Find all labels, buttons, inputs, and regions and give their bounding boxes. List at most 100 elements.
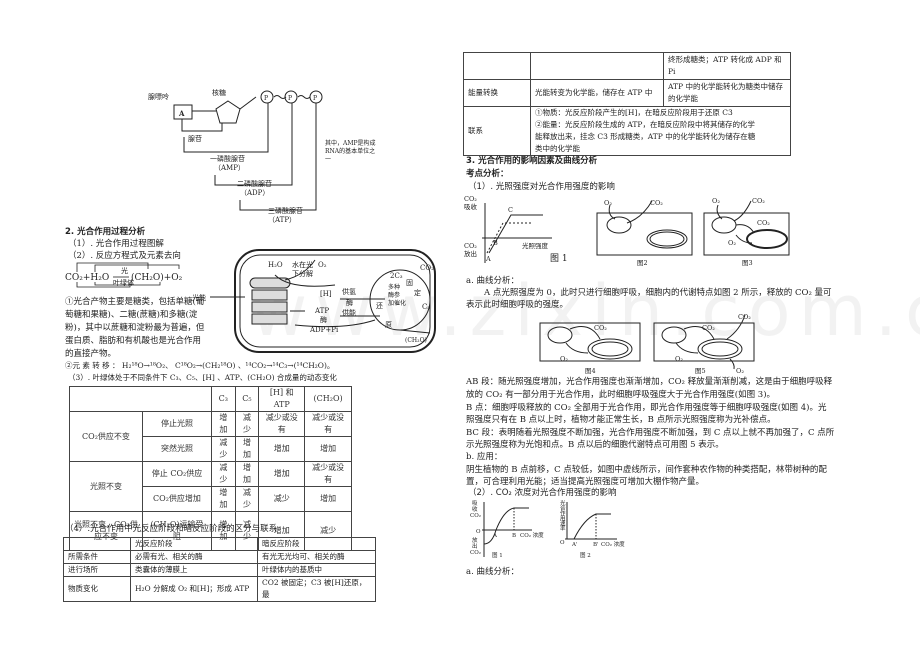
- header-cell: C₅: [234, 386, 260, 412]
- svg-text:A': A': [571, 542, 577, 548]
- svg-text:CO₂: CO₂: [594, 324, 607, 332]
- text-line: 蛋白质、脂肪和有机酸也是光合作用: [65, 336, 202, 346]
- svg-text:水在光: 水在光: [292, 260, 313, 269]
- svg-text:二磷酸腺苷: 二磷酸腺苷: [237, 179, 272, 188]
- svg-text:光照强度: 光照强度: [522, 241, 549, 250]
- cell: [463, 52, 531, 80]
- table-header: 光反应阶段暗反应阶段: [63, 537, 376, 551]
- svg-text:O₂: O₂: [560, 355, 568, 363]
- svg-text:酶: 酶: [346, 298, 353, 307]
- svg-text:速: 速: [560, 520, 566, 527]
- svg-text:图 2: 图 2: [580, 551, 591, 559]
- group-cell: CO₂供应不变: [69, 411, 143, 462]
- text-line: 阴生植物的 B 点前移，C 点较低，如图中虚线所示，间作套种农作物的种类搭配，林…: [466, 465, 827, 475]
- svg-text:供氢: 供氢: [342, 287, 356, 296]
- subheading: （1）. 光合作用过程图解: [68, 239, 164, 249]
- table-row: 所需条件必需有光、相关的酶有光无光均可、相关的酶: [63, 550, 376, 564]
- text-line: 置，可合理利用光能；适当提高光照强度可增加大棚作物产量。: [466, 477, 705, 487]
- group-cell: 光照不变: [69, 461, 143, 512]
- cell: 增加: [234, 461, 260, 487]
- cell: 增加: [211, 486, 236, 512]
- svg-text:P: P: [264, 95, 268, 102]
- svg-text:一磷酸腺苷: 一磷酸腺苷: [210, 154, 245, 163]
- cell: 能量转换: [463, 79, 531, 107]
- table-row: 光照不变停止 CO₂供应减少增加增加减少或没有: [69, 461, 352, 512]
- svg-text:腺嘌呤: 腺嘌呤: [148, 92, 169, 101]
- text-line: 示光照强度称为光饱和点。B 点以后的细胞代谢特点可用图 5 表示。: [466, 440, 724, 450]
- svg-text:A: A: [485, 255, 491, 263]
- svg-text:[H]: [H]: [320, 290, 332, 298]
- svg-text:酶参: 酶参: [388, 291, 400, 299]
- cell: 增加: [258, 461, 306, 487]
- svg-text:CO₂: CO₂: [470, 513, 481, 519]
- svg-text:图2: 图2: [637, 259, 648, 267]
- svg-text:CO₂+H₂O: CO₂+H₂O: [65, 273, 109, 283]
- header-cell: 暗反应阶段: [257, 537, 376, 551]
- cell: 减少: [211, 461, 236, 487]
- svg-text:图 1: 图 1: [550, 253, 568, 264]
- svg-text:还: 还: [376, 302, 383, 310]
- cell: 减少: [211, 436, 236, 462]
- light-dark-reaction-table: 光反应阶段暗反应阶段 所需条件必需有光、相关的酶有光无光均可、相关的酶 进行场所…: [63, 537, 376, 602]
- subheading: （2）. CO₂ 浓度对光合作用强度的影响: [468, 488, 617, 498]
- section-3-title: 3. 光合作用的影响因素及曲线分析: [466, 156, 598, 166]
- text-line: ①物质：光反应阶段产生的[H]，在暗反应阶段用于还原 C3: [535, 108, 733, 117]
- cell: 类囊体的薄膜上: [130, 563, 258, 577]
- text-line: B 点：细胞呼吸释放的 CO₂ 全部用于光合作用，即光合作用强度等于细胞呼吸强度…: [466, 403, 827, 413]
- cell: 联系: [463, 106, 531, 156]
- cell: 必需有光、相关的酶: [130, 550, 258, 564]
- svg-text:2C₃: 2C₃: [390, 272, 403, 280]
- svg-text:CO₂: CO₂: [470, 550, 481, 556]
- text-line: 萄糖和果糖)、二糖(蔗糖)和多糖(淀: [65, 310, 198, 320]
- atp-structure-diagram: 腺嘌呤 核糖 A P P P 腺苷 一磷酸腺苷 （AMP） 二磷酸腺苷 （ADP…: [148, 88, 376, 224]
- svg-text:CO₂: CO₂: [752, 197, 765, 205]
- svg-text:率: 率: [560, 524, 566, 532]
- svg-text:叶绿体: 叶绿体: [113, 278, 134, 287]
- cell: 增加: [211, 411, 236, 437]
- svg-text:腺苷: 腺苷: [188, 134, 202, 143]
- table-row: 终形成糖类；ATP 转化成 ADP 和 Pi: [463, 52, 791, 80]
- svg-text:下分解: 下分解: [292, 269, 313, 278]
- svg-text:固: 固: [406, 279, 413, 287]
- cell: 所需条件: [63, 550, 131, 564]
- svg-text:(CH₂O): (CH₂O): [405, 337, 427, 344]
- cell: 叶绿体内的基质中: [257, 563, 376, 577]
- svg-text:CO₂: CO₂: [464, 242, 477, 250]
- cell: 终形成糖类；ATP 转化成 ADP 和 Pi: [663, 52, 791, 80]
- svg-text:B: B: [493, 239, 498, 247]
- subheading: （4）.光合作用中光反应阶段和暗反应阶段的区分与联系: [65, 524, 278, 534]
- svg-text:P: P: [288, 95, 292, 102]
- svg-text:光能: 光能: [192, 293, 206, 302]
- svg-text:用: 用: [560, 515, 566, 522]
- svg-text:图 1: 图 1: [492, 551, 503, 559]
- reaction-equation: CO₂+H₂O 光 叶绿体 (CH₂O)+O₂: [65, 262, 183, 288]
- svg-text:放出: 放出: [464, 249, 477, 258]
- subheading: （3）. 叶绿体处于不同条件下 C₃、C₅、[H] 、ATP、(CH₂O) 合成…: [68, 373, 337, 382]
- header-cell: 光反应阶段: [130, 537, 258, 551]
- cell: 物质变化: [63, 576, 131, 602]
- cell: H₂O 分解成 O₂ 和[H]；形成 ATP: [130, 576, 258, 602]
- condition-cell: 突然光照: [142, 436, 212, 462]
- table-row: CO₂供应增加增加减少减少增加: [70, 486, 352, 512]
- svg-text:RNA的基本单位之: RNA的基本单位之: [325, 147, 375, 155]
- svg-text:图4: 图4: [585, 367, 596, 375]
- svg-text:酶: 酶: [320, 315, 327, 324]
- cell: 减少或没有: [304, 411, 352, 437]
- text-line: 表示此时细胞呼吸的强度。: [466, 300, 569, 310]
- table-row: 进行场所类囊体的薄膜上叶绿体内的基质中: [63, 563, 376, 577]
- svg-text:供能: 供能: [342, 308, 356, 317]
- svg-text:（ADP）: （ADP）: [240, 189, 269, 197]
- svg-text:B': B': [593, 542, 599, 548]
- svg-text:收: 收: [472, 505, 478, 513]
- cell: 增加: [304, 486, 352, 512]
- svg-text:原: 原: [385, 321, 392, 329]
- curve-analysis-label: a. 曲线分析：: [466, 276, 519, 286]
- watermark: www.zixin.com.cn: [250, 270, 920, 352]
- svg-text:CO₂ 浓度: CO₂ 浓度: [520, 531, 544, 539]
- condition-cell: 停止光照: [142, 411, 212, 437]
- condition-cell: 停止 CO₂供应: [142, 461, 212, 487]
- svg-text:CO₂: CO₂: [738, 313, 751, 321]
